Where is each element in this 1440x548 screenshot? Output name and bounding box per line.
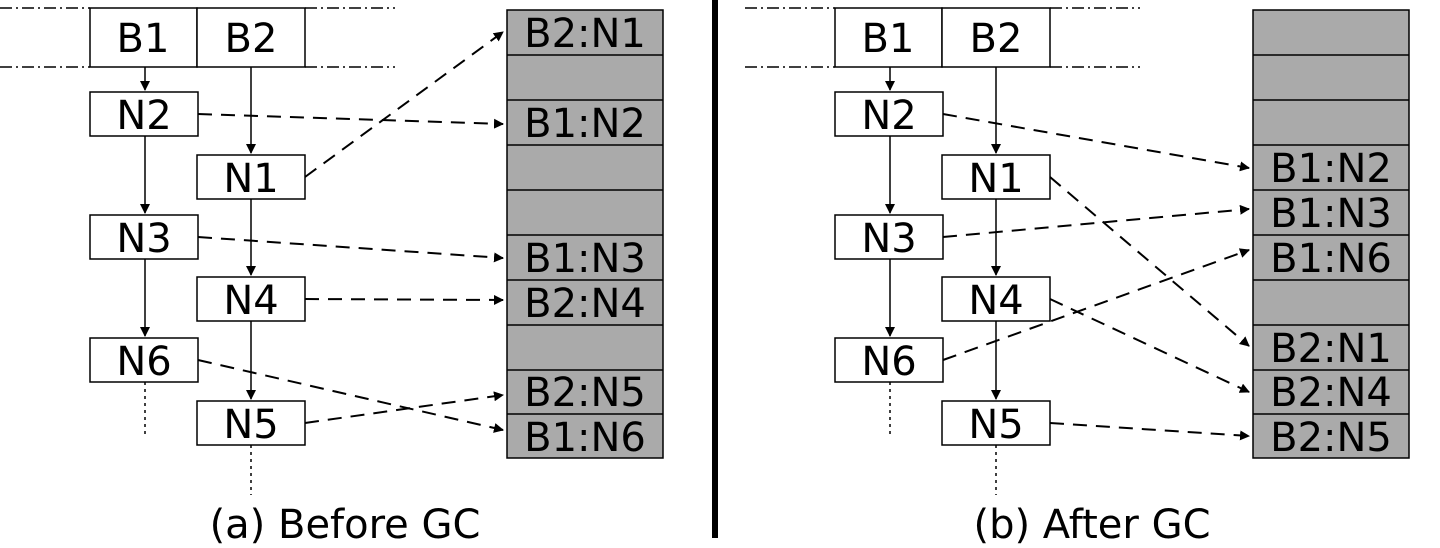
heap-slot-b2-n4: B2:N4 [1270,370,1392,416]
heap-slot-b2-n5: B2:N5 [524,370,646,416]
node-label-n5: N5 [223,402,278,448]
heap-slot-b1-n3: B1:N3 [524,236,646,282]
heap-slot-b2-n5: B2:N5 [1270,415,1392,461]
panel-after-gc: B1 B2 N2 N3 N6 N1 N4 N5 [745,7,1410,548]
node-n5 [196,400,306,446]
heap-slot-b2-n1: B2:N1 [524,11,646,57]
pointer-arrows [197,31,504,433]
node-n2 [89,91,199,137]
heap-slot-b2-n4: B2:N4 [524,281,646,327]
caption-after-gc: (b) After GC [973,502,1210,548]
bucket-label-b1: B1 [117,16,170,62]
caption-before-gc: (a) Before GC [210,502,481,548]
node-label-n6: N6 [116,339,171,385]
bucket-label-b2: B2 [970,16,1023,62]
node-label-n4: N4 [223,278,278,324]
node-label-n2: N2 [861,93,916,139]
bucket-array: B1 B2 [0,7,395,68]
bucket-label-b1: B1 [862,16,915,62]
node-n3 [89,214,199,260]
heap-slot-b1-n6: B1:N6 [524,415,646,461]
bucket-array: B1 B2 [745,7,1140,68]
heap-memory: B1:N2 B1:N3 B1:N6 B2:N1 B2:N4 B2:N5 [1252,9,1410,461]
panel-before-gc: B1 B2 N2 N3 N6 N1 N4 N5 [0,7,664,548]
heap-slot-b1-n3: B1:N3 [1270,191,1392,237]
heap-memory: B2:N1 B1:N2 B1:N3 B2:N4 B2:N5 B1:N6 [506,9,664,461]
node-label-n1: N1 [223,156,278,202]
node-n3 [834,214,944,260]
node-label-n5: N5 [968,402,1023,448]
node-n6 [834,337,944,383]
node-label-n3: N3 [861,216,916,262]
node-n4 [941,276,1051,322]
node-n6 [89,337,199,383]
heap-slot-b1-n2: B1:N2 [1270,146,1392,192]
bucket-label-b2: B2 [225,16,278,62]
heap-slot-b1-n6: B1:N6 [1270,236,1392,282]
node-label-n1: N1 [968,156,1023,202]
node-label-n3: N3 [116,216,171,262]
node-label-n2: N2 [116,93,171,139]
node-label-n6: N6 [861,339,916,385]
node-n2 [834,91,944,137]
pointer-arrows [942,113,1250,441]
heap-slot-b2-n1: B2:N1 [1270,326,1392,372]
node-label-n4: N4 [968,278,1023,324]
heap-slot-b1-n2: B1:N2 [524,101,646,147]
